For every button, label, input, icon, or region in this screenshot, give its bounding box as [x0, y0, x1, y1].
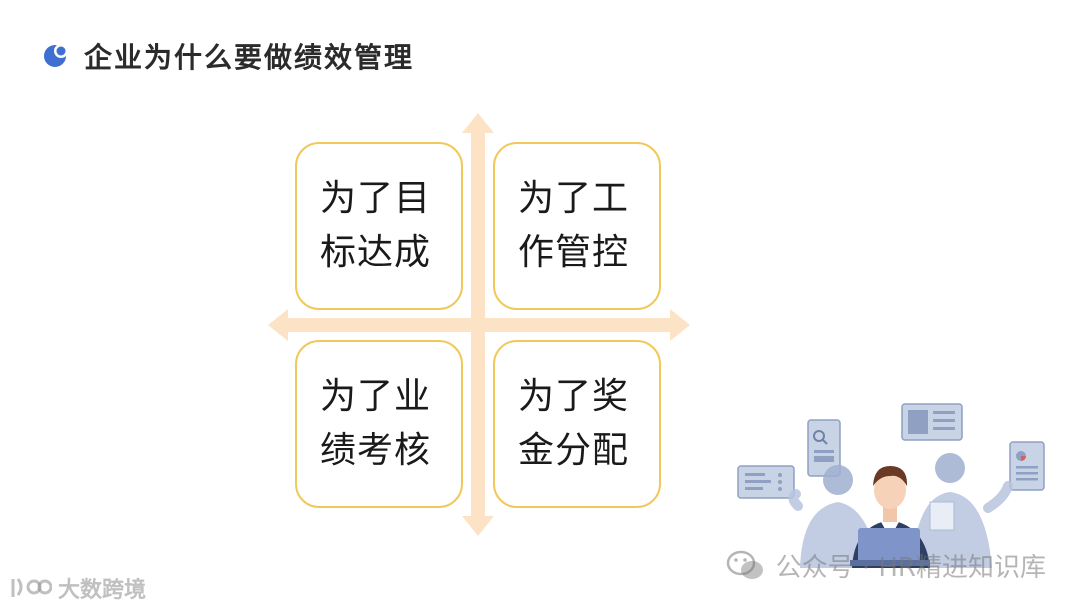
quadrant-card-top-right: 为了工作管控: [493, 142, 661, 310]
person-right: [912, 453, 1013, 568]
quadrant-label: 为了工作管控: [518, 178, 630, 273]
brand-logo-icon: [11, 578, 52, 597]
title-bullet-icon: [44, 44, 68, 67]
quadrant-label: 为了目标达成: [320, 178, 432, 273]
brand-watermark-text: 大数跨境: [58, 578, 147, 603]
wechat-watermark-text: 公众号 · HR精进知识库: [775, 553, 1046, 583]
page-title: 企业为什么要做绩效管理: [84, 41, 415, 74]
quadrant-card-bottom-right: 为了奖金分配: [493, 340, 661, 508]
axis-arrow-down: [462, 516, 494, 536]
title-row: 企业为什么要做绩效管理: [42, 36, 414, 76]
horizontal-axis: [282, 318, 677, 332]
brand-watermark: 大数跨境: [10, 572, 146, 604]
quadrant-label: 为了奖金分配: [518, 376, 630, 471]
quadrant-card-top-left: 为了目标达成: [295, 142, 463, 310]
dashboard-icon: [901, 403, 963, 441]
quadrant-card-bottom-left: 为了业绩考核: [295, 340, 463, 508]
axis-arrow-up: [462, 113, 494, 133]
search-document-icon: [807, 419, 841, 477]
axis-arrow-right: [670, 309, 690, 341]
report-icon: [1009, 441, 1045, 491]
wechat-watermark: 公众号 · HR精进知识库: [726, 547, 1046, 584]
wechat-icon: [726, 550, 763, 579]
team-illustration: [737, 403, 1045, 568]
axis-arrow-left: [268, 309, 288, 341]
person-center: [850, 466, 930, 568]
document-icon: [737, 465, 795, 499]
quadrant-label: 为了业绩考核: [320, 376, 432, 471]
